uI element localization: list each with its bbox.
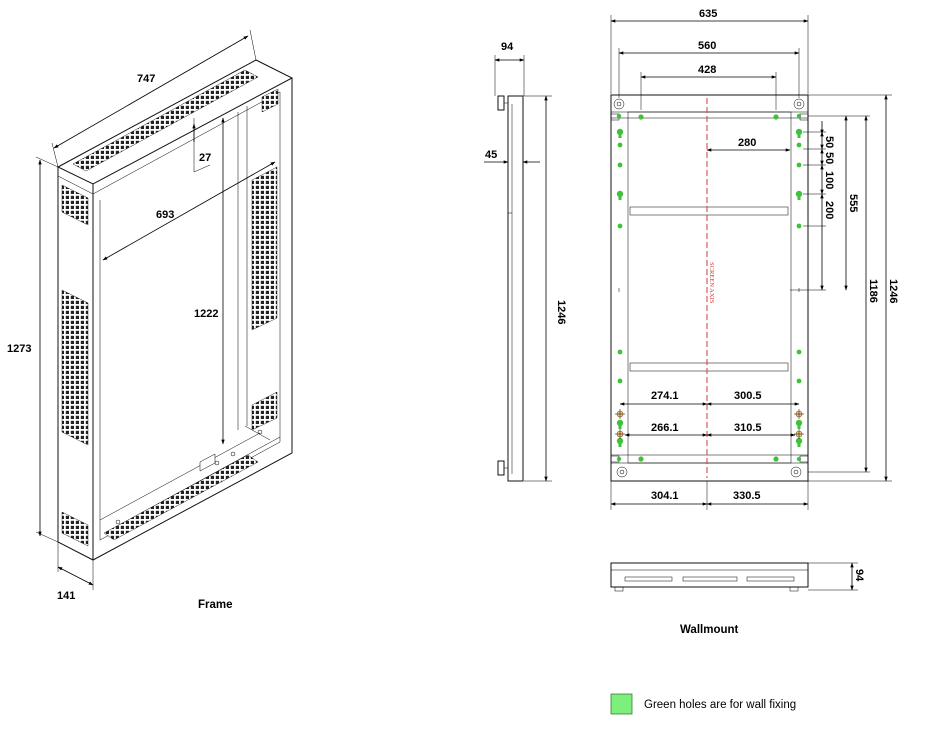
wm-1246-label: 1246 — [887, 279, 899, 303]
wm-300-label: 300.5 — [734, 390, 762, 402]
right-keyholes — [795, 128, 803, 447]
wm-310-label: 310.5 — [734, 422, 762, 434]
frame-view: 747 27 693 1222 1273 141 Frame — [7, 29, 294, 611]
wm-280-label: 280 — [738, 137, 756, 149]
side-view: 94 45 1246 — [484, 41, 567, 482]
wallmount-top-dimensions: 635 560 428 280 — [610, 8, 809, 152]
wallmount-lower-dimensions: 274.1 300.5 266.1 310.5 304.1 330.5 — [610, 390, 809, 510]
frame-vents — [61, 69, 279, 547]
wm-100-label: 100 — [823, 171, 835, 189]
side-depth-label: 94 — [501, 41, 514, 53]
legend-swatch — [610, 693, 633, 715]
wallmount-caption: Wallmount — [680, 624, 739, 636]
wm-330-label: 330.5 — [733, 490, 761, 502]
left-keyholes — [616, 128, 624, 447]
wm-560-label: 560 — [698, 40, 716, 52]
wm-50a-label: 50 — [823, 136, 835, 148]
wm-200-label: 200 — [823, 201, 835, 219]
frame-caption: Frame — [198, 599, 233, 611]
wm-50b-label: 50 — [823, 152, 835, 164]
legend-text: Green holes are for wall fixing — [644, 699, 796, 711]
wm-bottom-depth-label: 94 — [853, 569, 865, 582]
wallmount-view: SCREEN AXIS 635 560 428 280 — [610, 8, 899, 636]
wm-304-label: 304.1 — [651, 490, 679, 502]
legend: Green holes are for wall fixing — [610, 693, 796, 715]
green-holes — [616, 113, 803, 462]
frame-inner-height-label: 1222 — [194, 308, 218, 320]
screen-axis-label: SCREEN AXIS — [708, 262, 715, 304]
wm-274-label: 274.1 — [651, 390, 679, 402]
wm-266-label: 266.1 — [651, 422, 679, 434]
wallmount-bottom-view: 94 — [610, 562, 865, 592]
frame-dimensions: 747 27 693 1222 1273 141 — [7, 29, 276, 602]
frame-height-label: 1273 — [7, 343, 31, 355]
wm-635-label: 635 — [699, 8, 717, 20]
frame-slot-label: 27 — [199, 152, 211, 164]
wm-428-label: 428 — [698, 64, 716, 76]
frame-width-label: 747 — [137, 73, 155, 85]
frame-depth-label: 141 — [57, 590, 75, 602]
wallmount-right-dimensions: 50 50 100 200 555 1186 1246 — [790, 94, 899, 482]
side-offset-label: 45 — [485, 149, 497, 161]
frame-inner-width-label: 693 — [156, 209, 174, 221]
wm-555-label: 555 — [847, 194, 859, 212]
wm-1186-label: 1186 — [867, 279, 879, 303]
mount-markers — [615, 409, 804, 439]
side-height-label: 1246 — [555, 300, 567, 324]
